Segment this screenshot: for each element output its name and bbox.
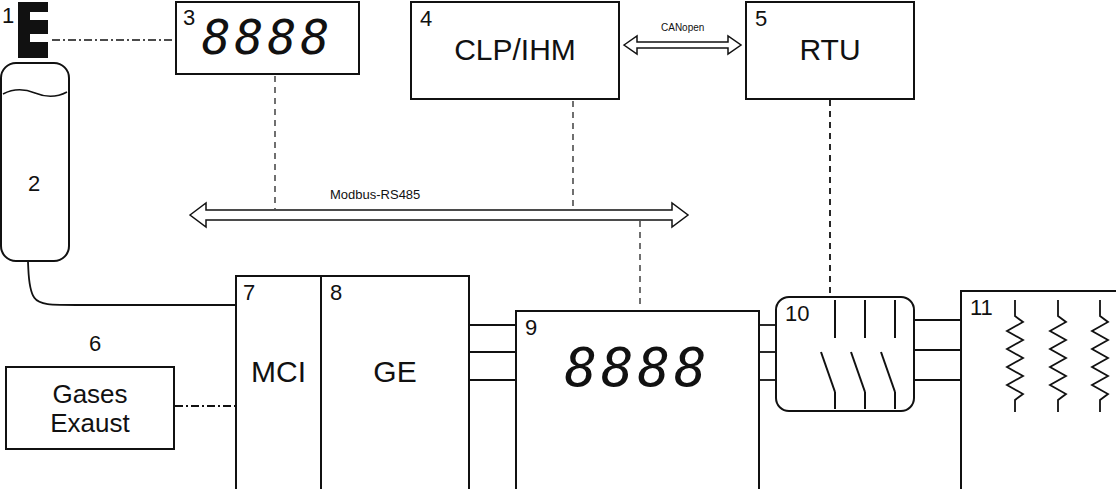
fuel-tank: 2 bbox=[0, 62, 70, 262]
process-box-label: MCI bbox=[251, 355, 306, 388]
display-digits: 8888 bbox=[564, 338, 710, 397]
power-wire bbox=[760, 379, 775, 381]
engine-box: 7MCI bbox=[235, 275, 322, 489]
callout-number: 2 bbox=[28, 172, 40, 196]
callout-number: 10 bbox=[785, 302, 809, 326]
modbus-bus bbox=[190, 203, 688, 227]
exhaust-link bbox=[175, 405, 235, 407]
power-wire bbox=[470, 324, 515, 326]
power-wire bbox=[915, 319, 960, 321]
power-wire bbox=[470, 351, 515, 353]
process-box-label: Gases Exaust bbox=[30, 380, 150, 437]
switch-pole bbox=[881, 352, 895, 392]
resistor-symbol bbox=[1007, 300, 1108, 412]
fuel-line bbox=[28, 262, 235, 305]
switch-pole bbox=[864, 392, 866, 409]
callout-number: 1 bbox=[2, 4, 14, 28]
process-box-label: GE bbox=[373, 355, 416, 388]
callout-number: 4 bbox=[420, 7, 432, 31]
resistor bbox=[1092, 300, 1108, 412]
display-digits: 8888 bbox=[202, 11, 334, 64]
meter-box: 9 8888 bbox=[515, 310, 760, 489]
callout-number: 8 bbox=[330, 281, 342, 305]
exhaust-box: 6Gases Exaust bbox=[5, 366, 175, 450]
resistor bbox=[1007, 300, 1023, 412]
callout-number: 11 bbox=[970, 296, 993, 320]
load-box: 11 bbox=[960, 290, 1116, 489]
switch-pole bbox=[894, 300, 896, 338]
switch-pole bbox=[894, 392, 896, 409]
process-box-label: RTU bbox=[799, 33, 860, 66]
level-sensor bbox=[18, 2, 48, 58]
sensor-link bbox=[52, 39, 173, 41]
callout-number: 5 bbox=[755, 7, 767, 31]
resistor bbox=[1050, 300, 1066, 412]
bus-drop bbox=[274, 76, 275, 209]
callout-number: 6 bbox=[89, 332, 101, 356]
callout-number: 7 bbox=[243, 281, 255, 305]
process-box-label: CLP/IHM bbox=[454, 33, 576, 66]
rtu-box: 5RTU bbox=[745, 1, 915, 100]
switch-pole bbox=[834, 300, 836, 338]
power-wire bbox=[760, 324, 775, 326]
switch-pole bbox=[851, 352, 865, 392]
callout-number: 9 bbox=[525, 316, 537, 340]
switch-box: 10 bbox=[775, 296, 915, 412]
fuel-level bbox=[3, 90, 67, 97]
power-wire bbox=[915, 379, 960, 381]
power-wire bbox=[915, 349, 960, 351]
switch-pole bbox=[821, 352, 835, 392]
display-box: 3 8888 bbox=[175, 1, 360, 75]
switch-pole bbox=[834, 392, 836, 409]
switch-symbol bbox=[821, 300, 895, 409]
dashed-link bbox=[829, 100, 831, 296]
power-wire bbox=[470, 379, 515, 381]
can-link bbox=[624, 36, 741, 54]
edge-label: CANopen bbox=[659, 22, 706, 33]
plc-box: 4CLP/IHM bbox=[410, 1, 620, 100]
bus-label: Modbus-RS485 bbox=[330, 188, 420, 202]
bus-drop bbox=[639, 221, 640, 309]
bus-drop bbox=[572, 101, 573, 209]
generator-box: 8GE bbox=[320, 275, 470, 489]
switch-pole bbox=[864, 300, 866, 338]
power-wire bbox=[760, 351, 775, 353]
callout-number: 3 bbox=[183, 6, 195, 30]
